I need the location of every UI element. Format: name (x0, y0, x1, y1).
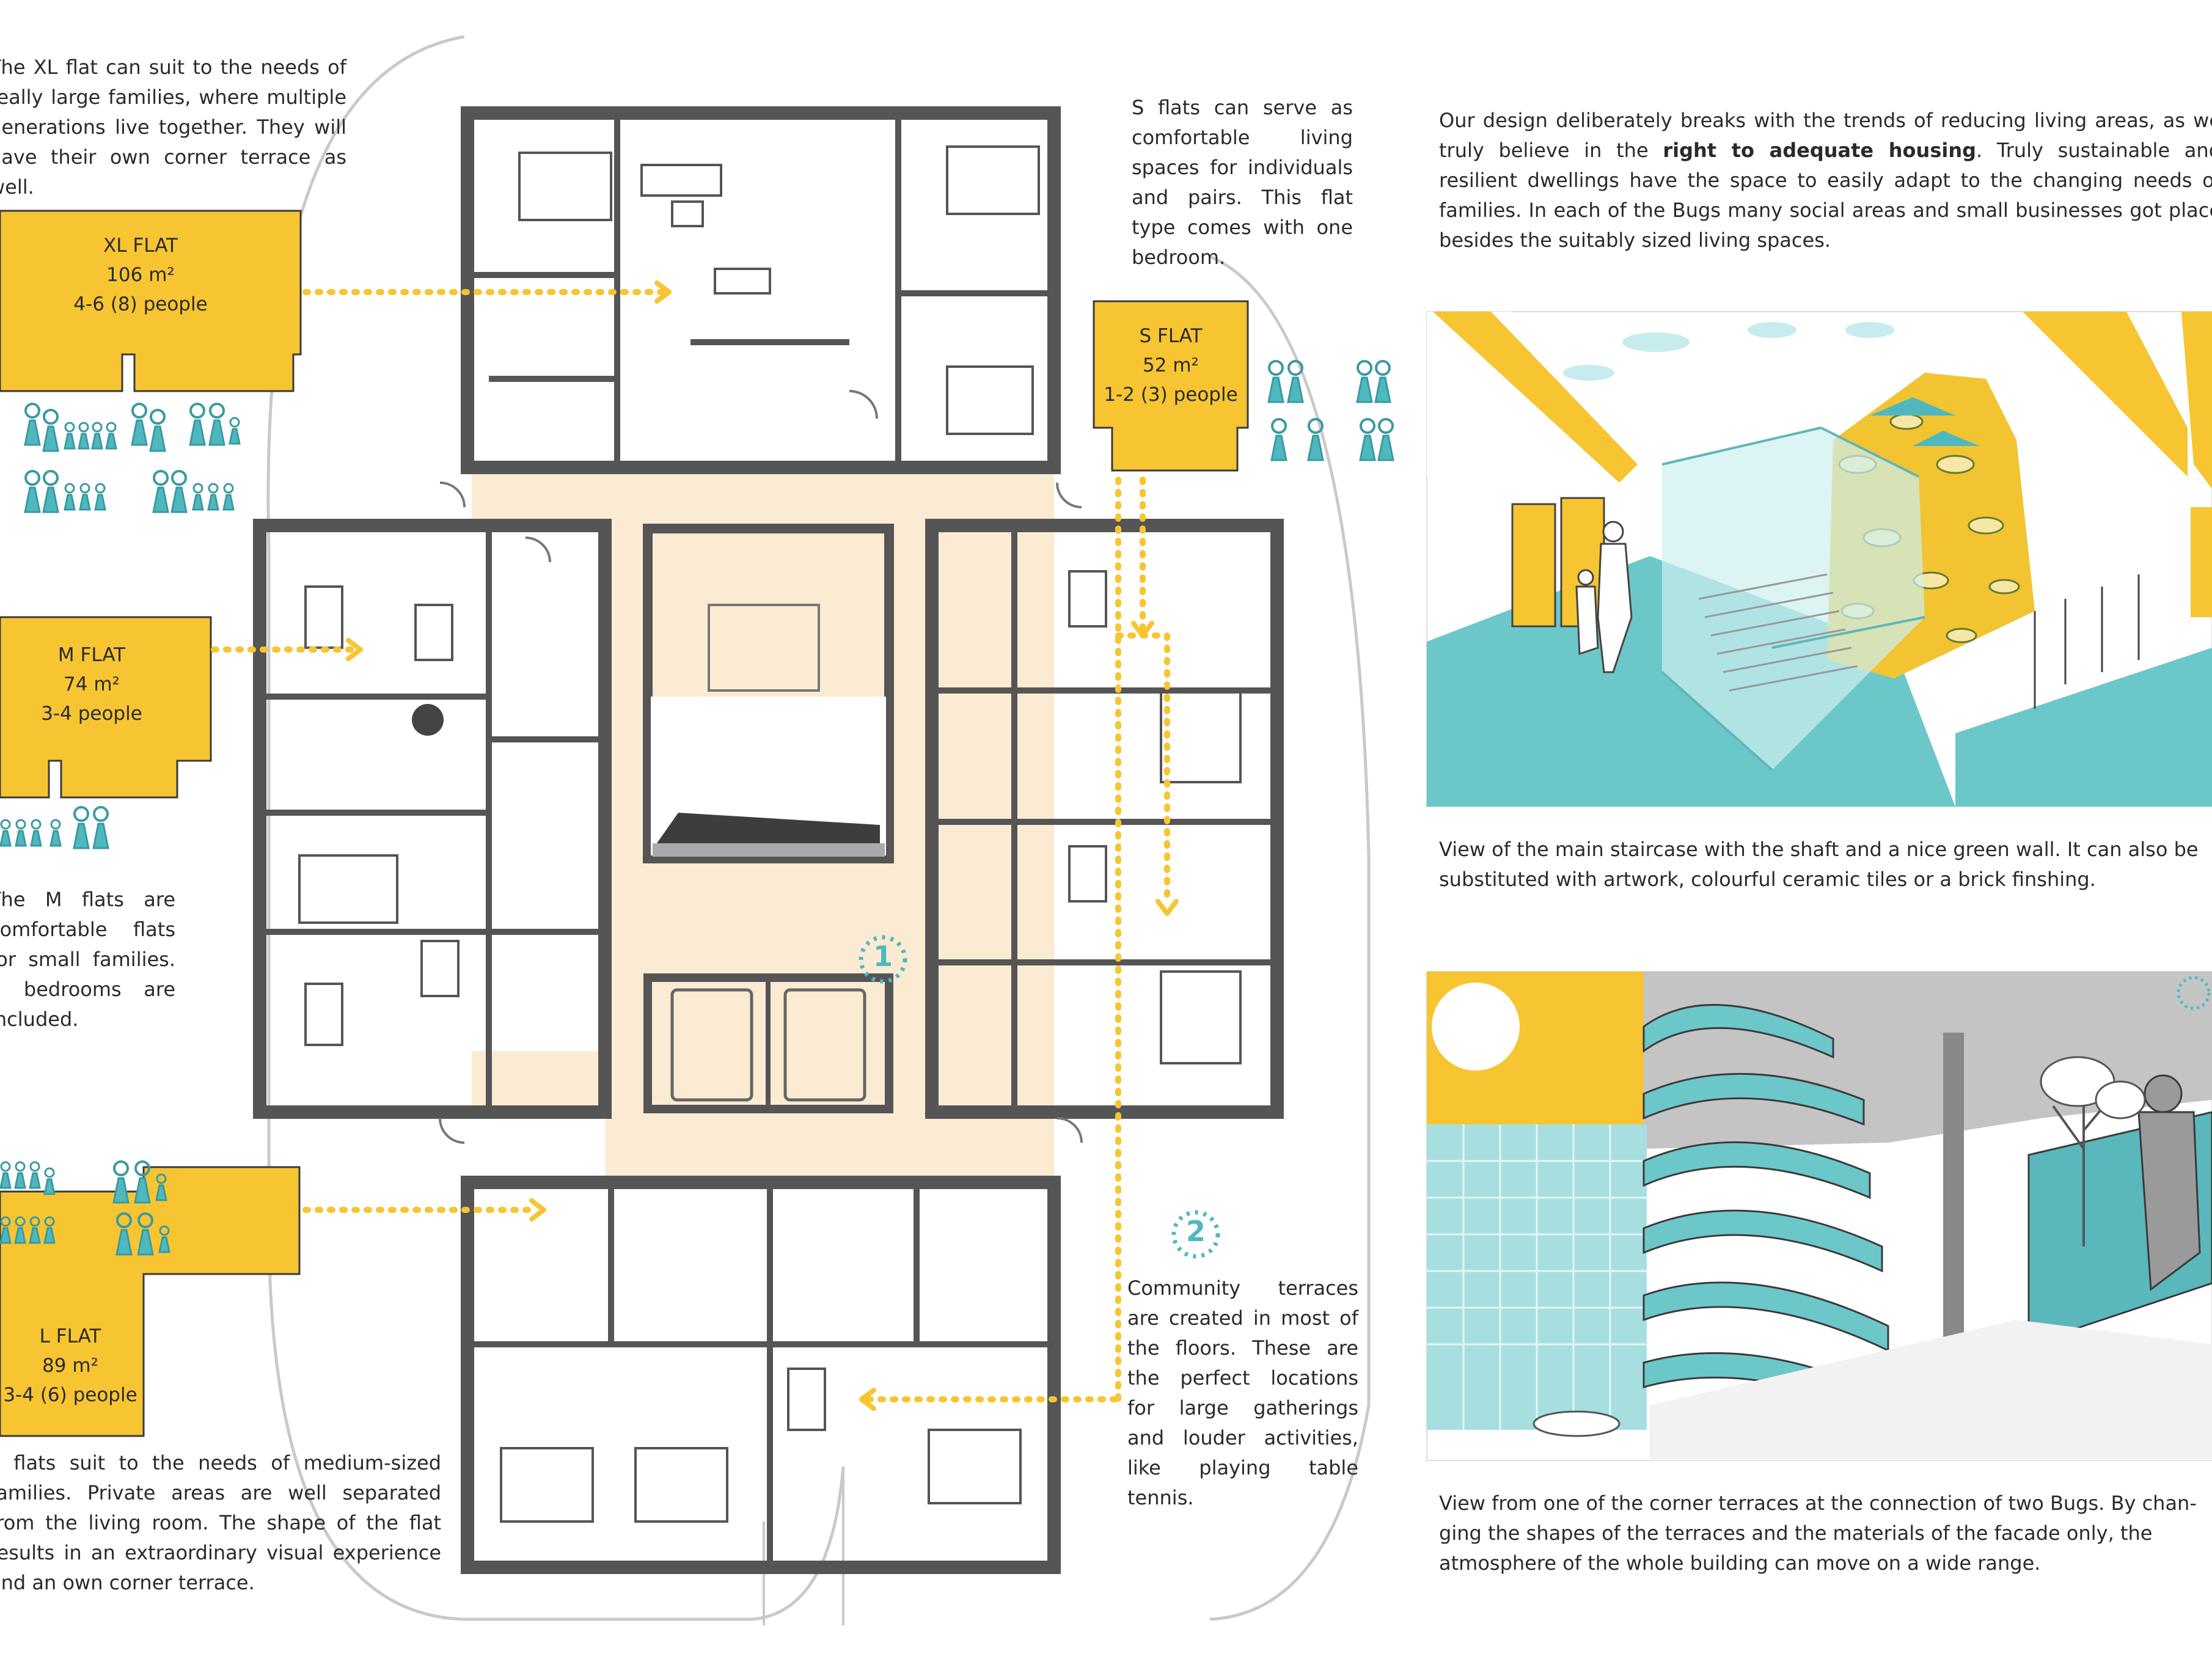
flat-name: M FLAT (57, 644, 126, 666)
flat-people: 3-4 (6) people (3, 1384, 137, 1406)
community-description: Community terraces are created in most o… (1127, 1276, 1358, 1509)
flat-area: 89 m² (42, 1355, 98, 1377)
intro-text: Our design deliberately breaks with the … (1439, 109, 2212, 162)
flat-name: L FLAT (39, 1325, 101, 1347)
flat-area: 52 m² (1143, 354, 1199, 376)
flat-area: 106 m² (106, 264, 175, 286)
terrace-caption: View from one of the corner terraces at … (1439, 1492, 2197, 1575)
flat-people: 1-2 (3) people (1104, 384, 1238, 406)
person-icon (2137, 1074, 2201, 1291)
flat-name: XL FLAT (103, 235, 178, 257)
arrow-icon (211, 289, 1170, 1402)
l-flat-label: L FLAT 89 m² 3-4 (6) people (0, 1322, 141, 1410)
flat-people: 3-4 people (41, 703, 142, 725)
staircase-caption: View of the main staircase with the shaf… (1439, 838, 2199, 891)
flat-name: S FLAT (1139, 325, 1203, 347)
xl-tag (0, 210, 302, 392)
flat-area: 74 m² (64, 673, 120, 695)
people-icon (24, 403, 241, 513)
m-flat-label: M FLAT 74 m² 3-4 people (0, 640, 183, 728)
l-description: L flats suit to the needs of medium-size… (0, 1451, 441, 1594)
marker-one: 1 (873, 940, 893, 973)
xl-description: The XL flat can suit to the needs of rea… (0, 56, 346, 199)
intro-text-end: . Truly sustainable and resilient dwelli… (1439, 139, 2212, 252)
render-terraces (1426, 971, 2212, 1461)
people-icon (1267, 360, 1394, 461)
people-icon (0, 806, 109, 849)
person-icon (1575, 521, 1633, 673)
plant-icon (412, 704, 444, 736)
m-tag (0, 616, 212, 799)
site-outline (266, 35, 1371, 1621)
intro-paragraph: Our design deliberately breaks with the … (1439, 106, 2212, 255)
floor-plan (253, 106, 1284, 1574)
intro-highlight: right to adequate housing (1663, 139, 1977, 162)
marker-two: 2 (1185, 1215, 1206, 1248)
render-staircase (1426, 311, 2212, 807)
s-description: S flats can serve as comfortable living … (1132, 96, 1353, 269)
xl-flat-label: XL FLAT 106 m² 4-6 (8) people (49, 231, 232, 319)
flat-people: 4-6 (8) people (73, 293, 208, 315)
s-flat-label: S FLAT 52 m² 1-2 (3) people (1094, 321, 1248, 409)
m-description: The M flats are comfortable flats for sm… (0, 888, 175, 1031)
sun-icon (1432, 983, 1520, 1071)
